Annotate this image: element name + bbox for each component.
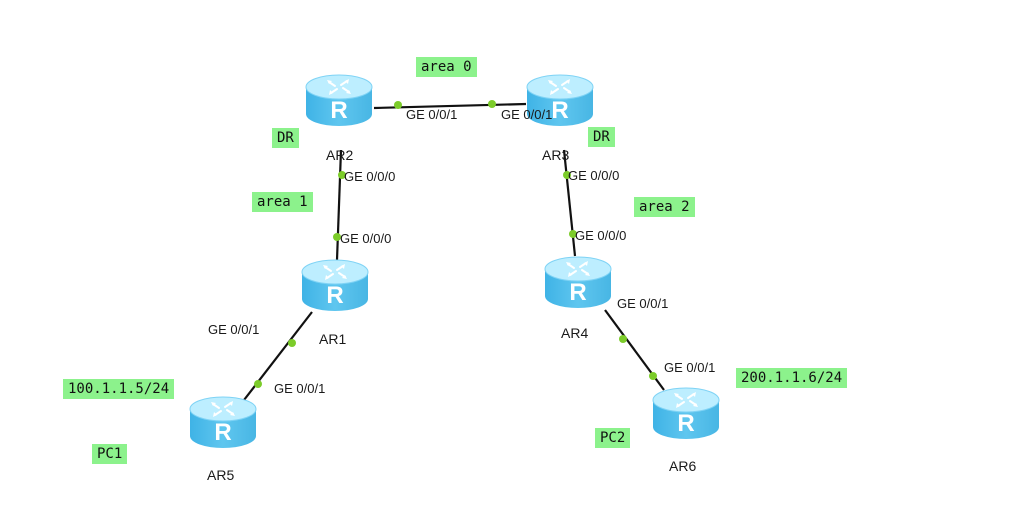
link-ar2-ar1 bbox=[335, 149, 343, 261]
port-dot[interactable] bbox=[333, 233, 341, 241]
router-label-ar5: AR5 bbox=[207, 467, 235, 483]
svg-text:R: R bbox=[214, 419, 231, 446]
router-ar3-icon[interactable]: R bbox=[524, 70, 596, 130]
router-label-ar3: AR3 bbox=[542, 147, 570, 163]
port-label-ar3-ge001: GE 0/0/1 bbox=[501, 107, 553, 122]
port-label-ar5-ge001: GE 0/0/1 bbox=[274, 381, 326, 396]
router-label-ar2: AR2 bbox=[326, 147, 354, 163]
area-0-tag: area 0 bbox=[416, 57, 477, 77]
port-label-ar4-ge000: GE 0/0/0 bbox=[575, 228, 627, 243]
network-tag-right: 200.1.1.6/24 bbox=[736, 368, 848, 388]
port-dot[interactable] bbox=[563, 171, 571, 179]
port-dot[interactable] bbox=[338, 171, 346, 179]
port-dot[interactable] bbox=[394, 101, 402, 109]
port-label-ar1-ge001: GE 0/0/1 bbox=[208, 322, 260, 337]
dr-tag-ar2: DR bbox=[272, 128, 299, 148]
svg-text:R: R bbox=[326, 282, 343, 309]
svg-text:R: R bbox=[677, 410, 694, 437]
router-label-ar1: AR1 bbox=[319, 331, 347, 347]
port-dot[interactable] bbox=[619, 335, 627, 343]
svg-text:R: R bbox=[551, 97, 568, 124]
dr-tag-ar3: DR bbox=[588, 127, 615, 147]
router-ar6-icon[interactable]: R bbox=[650, 383, 722, 443]
port-label-ar1-ge000: GE 0/0/0 bbox=[340, 231, 392, 246]
port-label-ar6-ge001: GE 0/0/1 bbox=[664, 360, 716, 375]
port-label-ar4-ge001: GE 0/0/1 bbox=[617, 296, 669, 311]
port-dot[interactable] bbox=[288, 339, 296, 347]
router-label-ar4: AR4 bbox=[561, 325, 589, 341]
port-dots bbox=[254, 100, 657, 388]
port-dot[interactable] bbox=[488, 100, 496, 108]
port-dot[interactable] bbox=[254, 380, 262, 388]
port-label-ar3-ge000: GE 0/0/0 bbox=[568, 168, 620, 183]
link-ar3-ar4 bbox=[562, 149, 577, 257]
router-ar1-icon[interactable]: R bbox=[299, 255, 371, 315]
svg-text:R: R bbox=[330, 97, 347, 124]
area-2-tag: area 2 bbox=[634, 197, 695, 217]
pc2-tag: PC2 bbox=[595, 428, 631, 448]
port-label-ar2-ge000: GE 0/0/0 bbox=[344, 169, 396, 184]
router-label-ar6: AR6 bbox=[669, 458, 697, 474]
port-dot[interactable] bbox=[569, 230, 577, 238]
network-tag-left: 100.1.1.5/24 bbox=[63, 379, 175, 399]
port-label-ar2-ge001: GE 0/0/1 bbox=[406, 107, 458, 122]
router-ar5-icon[interactable]: R bbox=[187, 392, 259, 452]
port-dot[interactable] bbox=[649, 372, 657, 380]
area-1-tag: area 1 bbox=[252, 192, 313, 212]
router-ar2-icon[interactable]: R bbox=[303, 70, 375, 130]
router-ar4-icon[interactable]: R bbox=[542, 252, 614, 312]
svg-text:R: R bbox=[569, 279, 586, 306]
pc1-tag: PC1 bbox=[92, 444, 128, 464]
